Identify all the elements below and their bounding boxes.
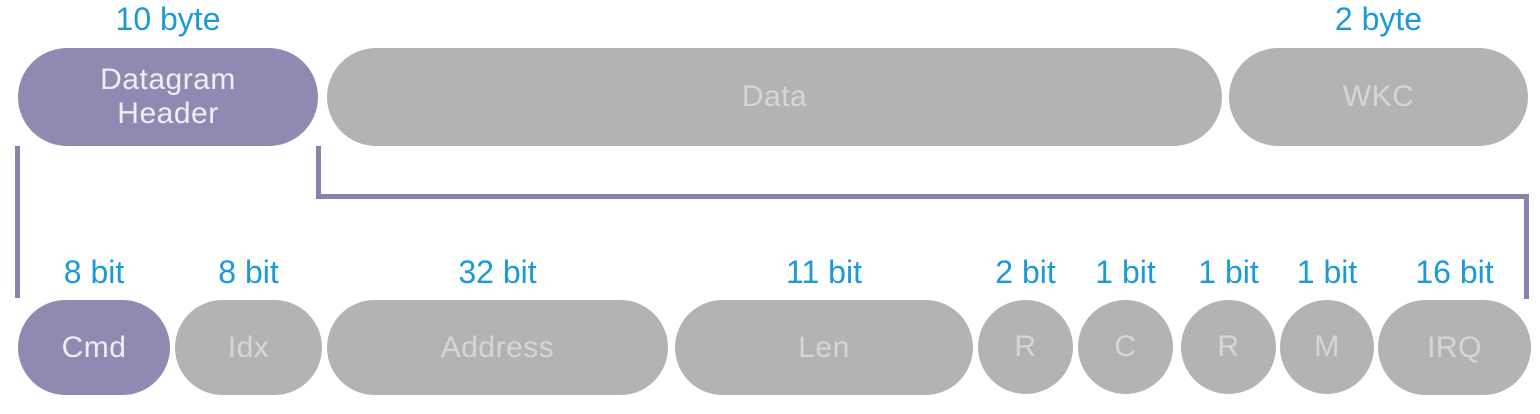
block-len: Len — [675, 300, 973, 395]
block-idx: Idx — [175, 300, 322, 395]
size-label-address: 32 bit — [458, 254, 537, 290]
size-label-m: 1 bit — [1296, 254, 1358, 290]
size-label-idx: 8 bit — [218, 254, 279, 290]
block-data: Data — [327, 48, 1222, 146]
block-wkc: WKC — [1229, 48, 1528, 146]
block-c: C — [1078, 300, 1173, 394]
block-r1: R — [978, 300, 1073, 394]
size-label-datagram-header: 10 byte — [115, 1, 221, 37]
block-m: M — [1280, 300, 1374, 394]
block-address: Address — [327, 300, 668, 395]
bracket-line-elbow — [316, 146, 321, 198]
bracket-line-right — [1524, 194, 1529, 299]
size-label-cmd: 8 bit — [63, 254, 125, 290]
block-r2: R — [1181, 300, 1276, 394]
block-irq: IRQ — [1378, 300, 1531, 395]
bracket-line-left — [15, 146, 20, 298]
bracket-line-horizontal — [316, 194, 1529, 199]
size-label-irq: 16 bit — [1415, 254, 1494, 290]
size-label-len: 11 bit — [786, 254, 862, 290]
size-label-wkc: 2 byte — [1334, 1, 1423, 37]
block-datagram-header: Datagram Header — [18, 48, 318, 146]
size-label-c: 1 bit — [1095, 254, 1156, 290]
block-cmd: Cmd — [18, 300, 170, 395]
size-label-r2: 1 bit — [1198, 254, 1259, 290]
size-label-r1: 2 bit — [995, 254, 1056, 290]
